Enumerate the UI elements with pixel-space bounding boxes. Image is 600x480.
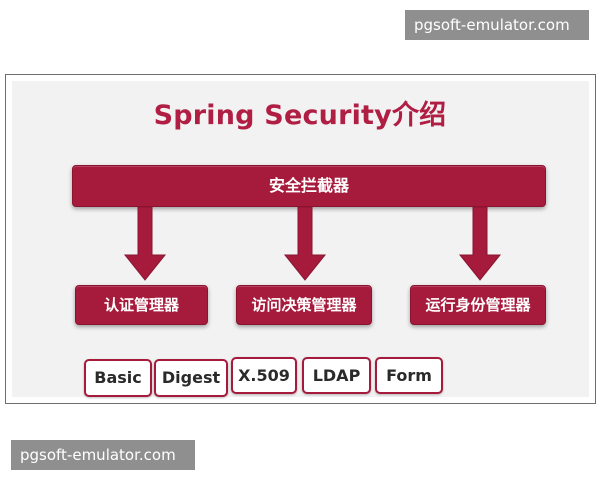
slide-title: Spring Security介绍 [153,100,447,131]
run-as-manager-box: 运行身份管理器 [410,285,546,325]
arrow-down-icon [123,207,167,281]
auth-method-digest: Digest [154,359,228,397]
watermark-top: pgsoft-emulator.com [405,10,589,40]
watermark-bottom: pgsoft-emulator.com [11,440,195,470]
auth-method-x509: X.509 [231,357,297,394]
access-decision-manager-box: 访问决策管理器 [236,285,372,325]
auth-method-ldap: LDAP [302,357,371,394]
arrow-down-icon [458,207,502,281]
auth-method-form: Form [375,357,443,394]
arrow-down-icon [283,207,327,281]
authentication-manager-box: 认证管理器 [75,285,208,325]
slide-frame [5,74,596,404]
security-interceptor-box: 安全拦截器 [72,165,546,207]
auth-method-basic: Basic [84,359,152,397]
